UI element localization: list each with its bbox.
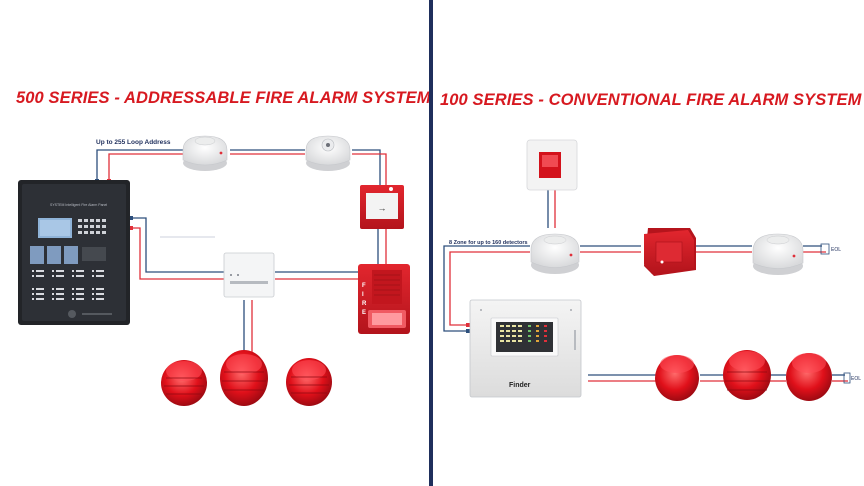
conventional-detector-1: [530, 233, 580, 274]
conventional-sounder-1: [655, 355, 699, 401]
right-wire-terminals: [466, 323, 470, 333]
manual-call-point-addressable: →: [360, 185, 404, 229]
eol-resistor-top: EOL: [820, 243, 841, 255]
right-section-title: 100 SERIES - CONVENTIONAL FIRE ALARM SYS…: [440, 91, 862, 109]
loop-address-label: Up to 255 Loop Address: [96, 139, 171, 146]
zone-capacity-label: 8 Zone for up to 160 detectors: [449, 240, 528, 246]
panel-label: SYSTEM Intelligent Fire Alarm Panel: [50, 203, 107, 207]
conventional-detector-2: [752, 233, 804, 275]
fire-letter-3: R: [362, 301, 367, 307]
fire-letter-1: F: [362, 283, 366, 289]
manual-call-point-conventional: [644, 228, 696, 276]
eol-resistor-bottom: EOL: [843, 372, 861, 384]
smoke-detector-1: [182, 135, 228, 171]
sounder-strobe-fire: F I R E: [358, 264, 410, 334]
conventional-control-panel: Finder: [469, 299, 582, 398]
fire-letter-2: I: [362, 292, 364, 298]
left-section-title: 500 SERIES - ADDRESSABLE FIRE ALARM SYST…: [16, 89, 431, 107]
panel-brand: Finder: [509, 382, 531, 389]
section-divider: [429, 0, 433, 486]
call-point-arrow: →: [378, 203, 387, 213]
fire-letter-4: E: [362, 310, 366, 316]
conventional-sounder-2: [723, 350, 771, 400]
sounder-base-1: [161, 360, 207, 406]
interface-module: [223, 252, 275, 298]
sounder-base-3: [286, 358, 332, 406]
eol-label-top: EOL: [831, 247, 841, 253]
eol-label-bottom: EOL: [851, 376, 861, 382]
sounder-base-2: [220, 350, 268, 406]
left-loop-wires: [96, 149, 387, 352]
addressable-control-panel: SYSTEM Intelligent Fire Alarm Panel: [18, 180, 130, 325]
wall-strobe: [526, 139, 578, 191]
conventional-sounder-3: [786, 353, 832, 401]
right-zone-wires: [443, 190, 848, 382]
heat-detector: [305, 135, 351, 171]
